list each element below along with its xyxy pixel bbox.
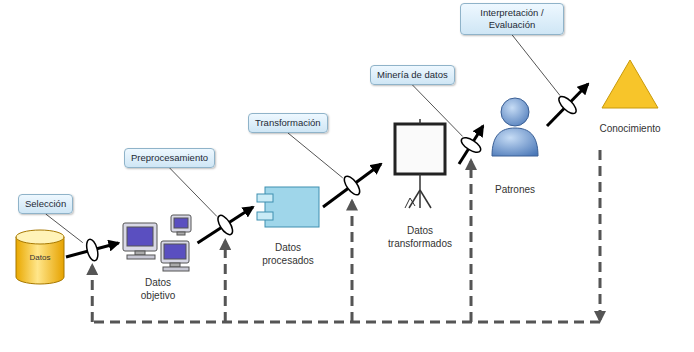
stage-label: Conocimiento — [590, 122, 670, 135]
feedback-line — [599, 150, 602, 320]
callout-box: Selección — [18, 194, 73, 214]
stage-label: Datos procesados — [258, 241, 318, 267]
process-arrow — [459, 126, 483, 164]
step-ring — [215, 213, 235, 237]
step-ring — [459, 135, 483, 155]
step-ring — [556, 94, 579, 117]
stage-label: Datos objetivo — [130, 276, 186, 302]
callout-label: Selección — [25, 198, 66, 210]
database-cylinder: Datos — [14, 228, 66, 286]
person-icon — [489, 95, 541, 157]
screen-icon — [391, 118, 449, 210]
callout-box: Preprocesamiento — [124, 148, 215, 168]
callout-box: Transformación — [248, 113, 328, 133]
leader-line — [288, 133, 343, 178]
feedback-line — [92, 321, 600, 324]
arrow-line — [547, 84, 588, 126]
stage-node: Datos procesados — [253, 185, 323, 267]
arrow-line — [198, 207, 254, 243]
leader-line — [512, 35, 560, 96]
callout-label: Transformación — [255, 117, 321, 129]
feedback-line — [91, 266, 94, 322]
stage-node: Patrones — [483, 95, 547, 196]
feedback-line — [351, 202, 354, 323]
stage-label: Datos — [30, 253, 51, 262]
arrow-line — [459, 126, 483, 164]
stage-label: Datos transformados — [383, 224, 457, 250]
arrow-line — [323, 164, 381, 207]
callout-label: Minería de datos — [377, 69, 448, 81]
process-arrow — [198, 207, 254, 243]
step-ring — [341, 174, 362, 198]
stage-node: Datos transformados — [381, 118, 459, 250]
leader-line — [170, 168, 217, 217]
step-ring — [85, 238, 100, 262]
tri-icon — [600, 58, 660, 110]
stage-label: Patrones — [485, 183, 545, 196]
stage-node: Datos objetivo — [119, 213, 198, 302]
callout-box: Minería de datos — [370, 65, 455, 85]
feedback-line — [224, 241, 227, 322]
stage-node: Conocimiento — [588, 58, 672, 135]
process-arrow — [323, 164, 381, 207]
pc-icon — [121, 213, 196, 273]
callout-box: Interpretación / Evaluación — [460, 3, 564, 35]
process-arrow — [66, 238, 119, 262]
process-arrow — [547, 84, 588, 126]
callout-label: Interpretación / Evaluación — [467, 7, 557, 31]
callout-label: Preprocesamiento — [131, 152, 208, 164]
feedback-line — [470, 161, 473, 322]
comp-icon — [255, 185, 321, 229]
